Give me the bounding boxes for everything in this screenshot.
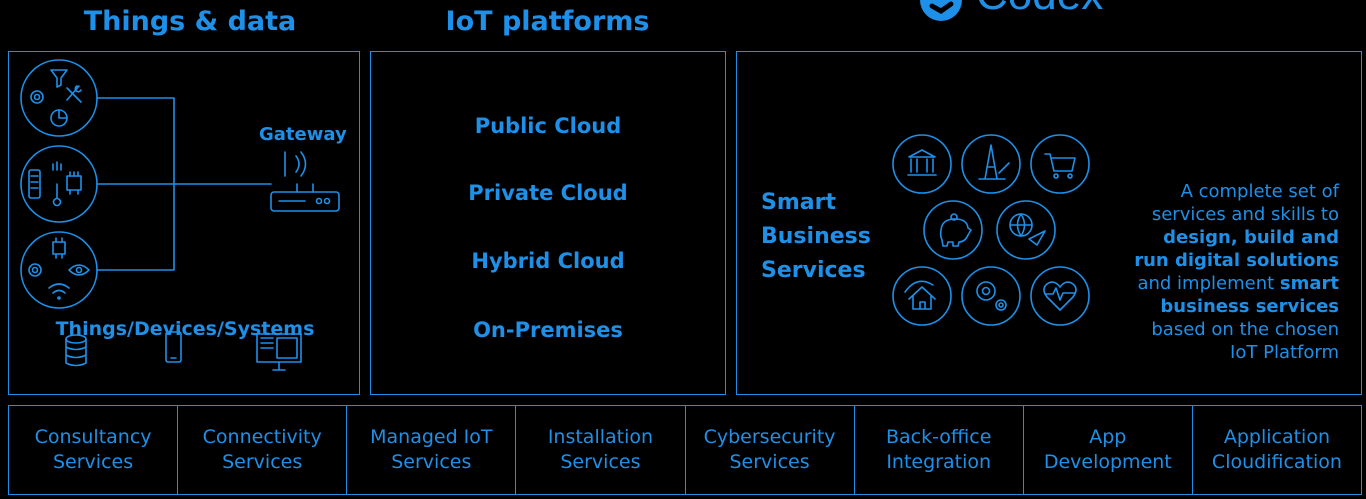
desc-line-7: based on the chosen <box>1151 319 1339 340</box>
devices-label: Things/Devices/Systems <box>55 318 315 340</box>
gears-icon <box>961 266 1021 326</box>
smart-services-title: Smart Business Services <box>761 186 871 288</box>
heart-pulse-icon <box>1030 266 1090 326</box>
server-icon <box>28 169 41 199</box>
desc-line-5b: smart <box>1279 273 1339 294</box>
service-back-office-l1: Back-office <box>885 426 992 448</box>
service-managed-iot-l2: Services <box>391 451 472 473</box>
bank-icon <box>892 134 952 194</box>
codex-logo-icon <box>920 0 962 21</box>
device-cluster-2 <box>20 145 98 223</box>
platform-on-premises: On-Premises <box>473 318 623 342</box>
things-diagram <box>20 59 340 371</box>
platform-public-cloud: Public Cloud <box>474 114 622 138</box>
desc-line-3: design, build and <box>1163 227 1339 248</box>
platform-private-cloud: Private Cloud <box>468 181 628 205</box>
service-connectivity-l1: Connectivity <box>202 426 322 448</box>
service-consultancy-l2: Services <box>52 451 134 473</box>
service-cloudification-l2: Cloudification <box>1211 451 1342 473</box>
desc-line-6: business services <box>1160 296 1339 317</box>
piggy-bank-icon <box>923 200 983 260</box>
service-app-development-l1: App <box>1089 426 1127 448</box>
iot-platforms-panel: Public Cloud Private Cloud Hybrid Cloud … <box>370 51 726 395</box>
globe-plane-icon <box>996 200 1056 260</box>
service-installation-l2: Services <box>560 451 641 473</box>
service-managed-iot-l1: Managed IoT <box>370 426 493 448</box>
thermometer-icon <box>52 183 62 207</box>
smart-services-panel: Smart Business Services A complete set o… <box>736 51 1362 395</box>
service-consultancy-l1: Consultancy <box>34 426 152 448</box>
platform-hybrid-cloud: Hybrid Cloud <box>471 249 625 273</box>
tools-icon <box>66 85 82 103</box>
smart-title-line-2: Business <box>761 224 871 249</box>
monitor-icon <box>256 333 302 371</box>
gateway-label: Gateway <box>259 124 347 145</box>
wifi-icon-top <box>52 161 62 171</box>
smart-title-line-3: Services <box>761 258 866 283</box>
smartphone-icon <box>165 331 182 363</box>
gear-icon-2 <box>28 263 42 277</box>
pie-chart-icon <box>50 109 68 127</box>
header-iot-platforms: IoT platforms <box>445 6 650 37</box>
home-insurance-icon <box>892 266 952 326</box>
chip-icon <box>66 171 82 195</box>
service-back-office-l2: Integration <box>886 451 992 473</box>
wifi-icon <box>48 283 70 300</box>
header-things-data: Things & data <box>83 6 297 37</box>
service-cybersecurity-l2: Services <box>729 451 810 473</box>
filter-icon <box>50 69 68 88</box>
smart-title-line-1: Smart <box>761 190 836 215</box>
desc-line-5: and implement smart <box>1089 272 1339 295</box>
device-cluster-1 <box>20 59 98 137</box>
desc-line-5a: and implement <box>1137 273 1280 294</box>
gear-icon <box>30 90 44 104</box>
service-connectivity-l2: Services <box>222 451 303 473</box>
database-icon <box>65 334 87 367</box>
service-installation-l1: Installation <box>547 426 654 448</box>
smart-services-description: A complete set of services and skills to… <box>1089 180 1339 364</box>
service-cloudification-l1: Application <box>1223 426 1331 448</box>
service-cybersecurity-l1: Cybersecurity <box>703 426 836 448</box>
eye-icon <box>68 264 90 276</box>
desc-line-4: run digital solutions <box>1134 250 1339 271</box>
desc-line-2: services and skills to <box>1151 204 1339 225</box>
oil-rig-icon <box>961 134 1021 194</box>
brand-name: Codex <box>976 0 1103 20</box>
chip-icon-2 <box>52 237 66 259</box>
things-data-panel: Gateway Things/Devices/Systems <box>8 51 360 395</box>
service-managed-iot: Managed IoT Services <box>347 406 517 494</box>
router-icon <box>270 151 340 212</box>
service-app-development-l2: Development <box>1043 451 1172 473</box>
desc-line-1: A complete set of <box>1180 181 1339 202</box>
desc-line-8: IoT Platform <box>1230 342 1339 363</box>
industry-icons <box>892 134 1090 326</box>
shopping-cart-icon <box>1030 134 1090 194</box>
